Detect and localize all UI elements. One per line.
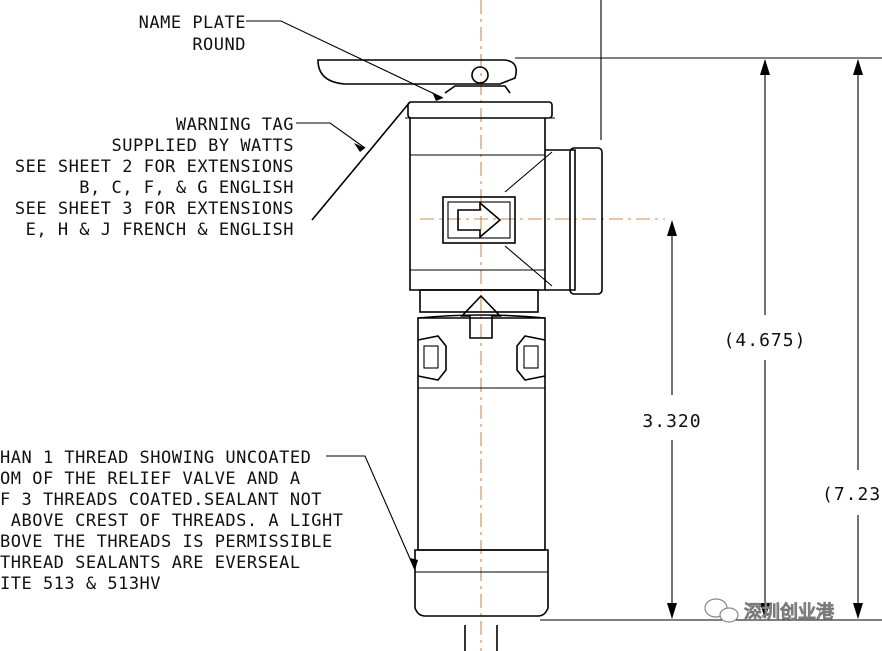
callout-line: SEE SHEET 2 FOR EXTENSIONS: [15, 157, 294, 177]
callout-line: ABOVE CREST OF THREADS. A LIGHT: [0, 511, 344, 531]
warning-tag-callout: WARNING TAG SUPPLIED BY WATTS SEE SHEET …: [15, 115, 294, 240]
callout-line: F 3 THREADS COATED.SEALANT NOT: [0, 490, 322, 510]
callout-leaders: [246, 20, 444, 571]
callout-line: E, H & J FRENCH & ENGLISH: [26, 220, 294, 240]
callout-line: THREAD SEALANTS ARE EVERSEAL: [0, 553, 301, 573]
callout-line: B, C, F, & G ENGLISH: [79, 178, 294, 198]
valve-cap: [405, 101, 555, 119]
centerlines: [420, 0, 665, 651]
dimension-lines: [515, 57, 882, 621]
flow-arrow-up-icon: [460, 294, 502, 339]
callout-line: ITE 513 & 513HV: [0, 574, 161, 594]
thread-note-callout: HAN 1 THREAD SHOWING UNCOATED OM OF THE …: [0, 448, 344, 594]
valve-lower-body: [414, 314, 549, 651]
callout-line: SUPPLIED BY WATTS: [112, 136, 295, 156]
dimension-7-232: (7.232: [822, 484, 882, 505]
name-plate-callout: NAME PLATE ROUND: [139, 13, 246, 55]
watermark: 深圳创业港: [704, 598, 835, 623]
callout-line: WARNING TAG: [176, 115, 294, 135]
callout-line: BOVE THE THREADS IS PERMISSIBLE: [0, 532, 333, 552]
callout-line: OM OF THE RELIEF VALVE AND A: [0, 469, 301, 489]
name-plate-lever: [317, 59, 518, 94]
valve-body: [409, 118, 603, 313]
callout-line: ROUND: [192, 35, 246, 55]
callout-line: NAME PLATE: [139, 13, 246, 33]
callout-line: HAN 1 THREAD SHOWING UNCOATED: [0, 448, 311, 468]
wechat-icon: [704, 598, 739, 623]
flow-arrow-right-icon: [442, 196, 516, 244]
watermark-text: 深圳创业港: [744, 601, 835, 623]
callout-line: SEE SHEET 3 FOR EXTENSIONS: [15, 199, 294, 219]
dimension-3-320: 3.320: [642, 411, 701, 432]
dimension-4-675: (4.675): [724, 330, 807, 351]
